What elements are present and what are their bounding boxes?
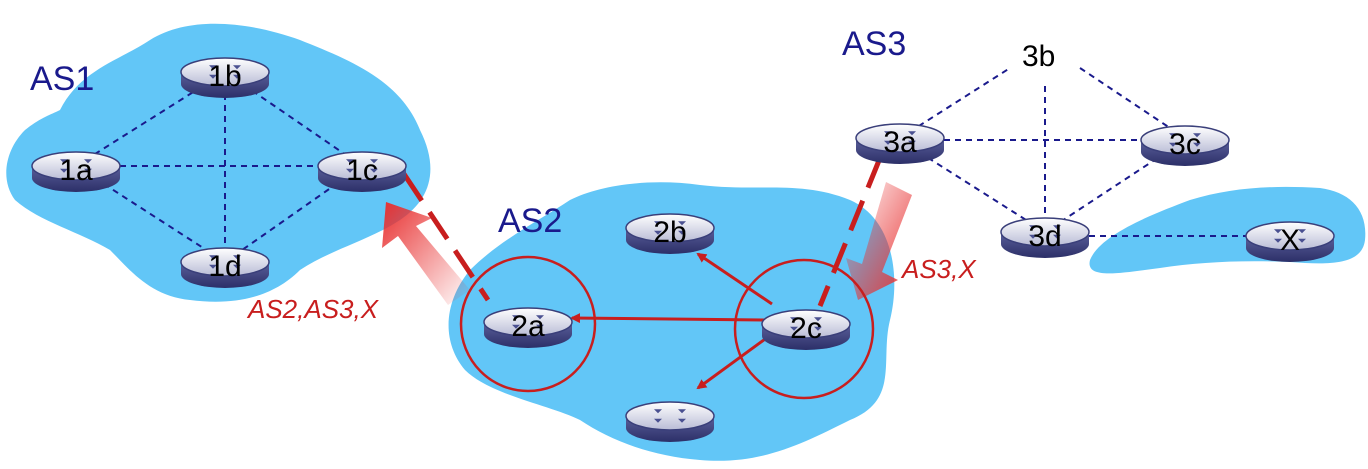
as2-cloud bbox=[448, 182, 895, 461]
router-2a: 2a bbox=[483, 307, 573, 348]
highlight-circle-2c bbox=[733, 258, 875, 400]
router-3c-label: 3c bbox=[1169, 128, 1201, 161]
router-2c-label: 2c bbox=[790, 312, 822, 345]
router-arrows-icon bbox=[654, 409, 686, 423]
router-2d bbox=[625, 401, 715, 442]
advert-label-to-as2: AS3,X bbox=[900, 254, 977, 284]
router-1d-label: 1d bbox=[208, 250, 241, 283]
router-2c: 2c bbox=[761, 309, 851, 350]
router-1b: 1b bbox=[180, 57, 270, 98]
as1-cloud bbox=[6, 23, 431, 302]
router-1d: 1d bbox=[180, 247, 270, 288]
as2-label: AS2 bbox=[498, 202, 562, 240]
router-x: X bbox=[1245, 221, 1335, 262]
router-3d-label: 3d bbox=[1028, 220, 1061, 253]
router-1c-label: 1c bbox=[346, 154, 378, 187]
router-1a-label: 1a bbox=[59, 154, 93, 187]
router-x-label: X bbox=[1280, 224, 1300, 257]
router-3c: 3c bbox=[1140, 125, 1230, 166]
router-2b-label: 2b bbox=[653, 216, 686, 249]
router-arrows-icon bbox=[60, 159, 92, 173]
router-arrows-icon bbox=[512, 315, 544, 329]
ebgp-3a-2c bbox=[817, 157, 883, 307]
ebgp-1c-2a bbox=[401, 172, 491, 302]
as1-label: AS1 bbox=[30, 60, 94, 98]
router-arrows-icon bbox=[1169, 133, 1201, 147]
router-3b-label: 3b bbox=[1022, 40, 1055, 73]
router-3d: 3d bbox=[1000, 217, 1090, 258]
router-1c: 1c bbox=[317, 151, 407, 192]
advert-arrow-to-as2 bbox=[846, 182, 912, 300]
router-1b-label: 1b bbox=[208, 60, 241, 93]
advert-label-to-as1: AS2,AS3,X bbox=[246, 294, 380, 324]
router-arrows-icon bbox=[209, 65, 241, 79]
advert-arrow-to-as1 bbox=[382, 202, 470, 305]
router-arrows-icon bbox=[346, 159, 378, 173]
router-arrows-icon bbox=[654, 221, 686, 235]
router-2a-label: 2a bbox=[511, 310, 545, 343]
router-3a-label: 3a bbox=[883, 126, 917, 159]
as3-label: AS3 bbox=[842, 25, 906, 63]
router-arrows-icon bbox=[209, 255, 241, 269]
router-3a: 3a bbox=[855, 123, 945, 164]
router-2b: 2b bbox=[625, 213, 715, 254]
router-arrows-icon bbox=[790, 317, 822, 331]
router-arrows-icon bbox=[884, 131, 916, 145]
router-1a: 1a bbox=[31, 151, 121, 192]
router-arrows-icon bbox=[1029, 225, 1061, 239]
router-arrows-icon bbox=[1274, 229, 1306, 243]
highlight-circle-2a bbox=[459, 255, 597, 393]
